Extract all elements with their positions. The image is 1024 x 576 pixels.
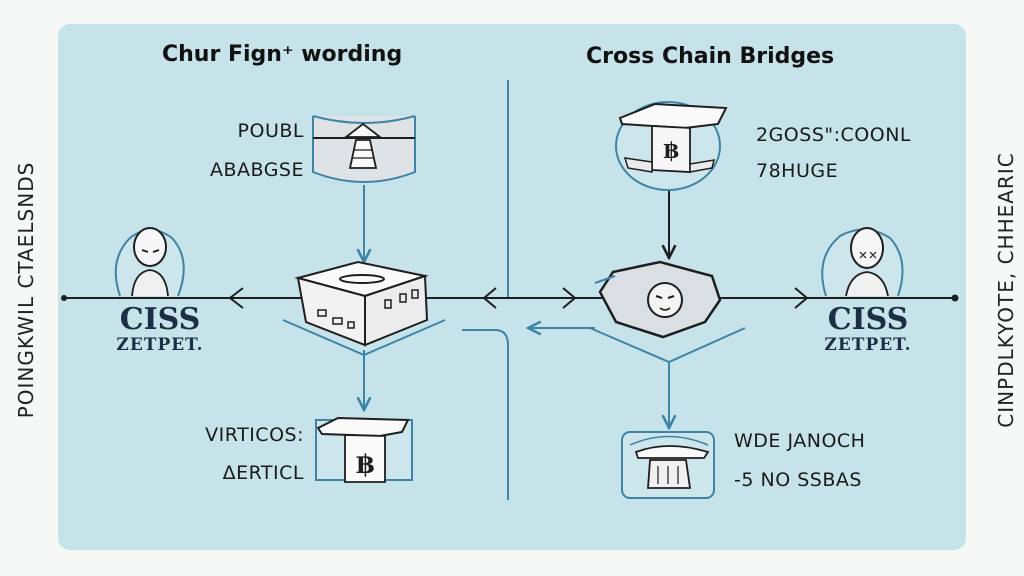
left-user-caption: CISS ZETPET.	[100, 302, 220, 355]
right-user-caption: CISS ZETPET.	[808, 302, 928, 355]
building-block-icon	[294, 260, 429, 347]
left-section-title: Chur Fign⁺ wording	[162, 42, 403, 67]
top-right-label-2: 78HUGE	[756, 160, 839, 182]
right-user-subtitle: ZETPET.	[824, 335, 912, 355]
left-user-title: CISS	[119, 302, 201, 337]
platform-block-icon	[621, 431, 715, 499]
left-user-subtitle: ZETPET.	[116, 335, 204, 355]
svg-text:฿: ฿	[356, 450, 374, 480]
center-left-platform	[282, 319, 446, 357]
bitcoin-block-icon-bottom: ฿	[315, 416, 413, 483]
right-user-title: CISS	[827, 302, 909, 337]
bottom-left-label-2: ΔERTICL	[222, 462, 304, 484]
diagram-panel	[58, 24, 966, 550]
line-end-left	[61, 295, 67, 301]
tower-vault-icon	[312, 115, 416, 183]
user-avatar-icon-right	[821, 227, 904, 297]
bottom-right-label-1: WDE JANOCH	[734, 430, 866, 452]
top-left-label-2: ABABGSE	[209, 159, 304, 181]
line-end-right	[951, 294, 959, 302]
bitcoin-block-icon-top: ฿	[615, 101, 728, 191]
arrow-right-2	[794, 287, 809, 309]
top-right-label-1: 2GOSS":COONL	[756, 124, 912, 146]
top-left-label-1: POUBL	[237, 120, 304, 142]
bottom-right-label-2: -5 NO SSBAS	[734, 469, 862, 491]
arrow-left-2	[482, 287, 497, 309]
user-avatar-icon-left	[114, 227, 185, 297]
svg-text:฿: ฿	[663, 138, 678, 164]
face-hexagon-icon	[589, 260, 746, 364]
arrow-right-1	[562, 287, 577, 309]
center-divider-lower	[462, 329, 509, 500]
arrow-left-1	[228, 287, 244, 309]
bottom-left-label-1: VIRTICOS:	[205, 424, 304, 446]
right-section-title: Cross Chain Bridges	[586, 44, 835, 69]
